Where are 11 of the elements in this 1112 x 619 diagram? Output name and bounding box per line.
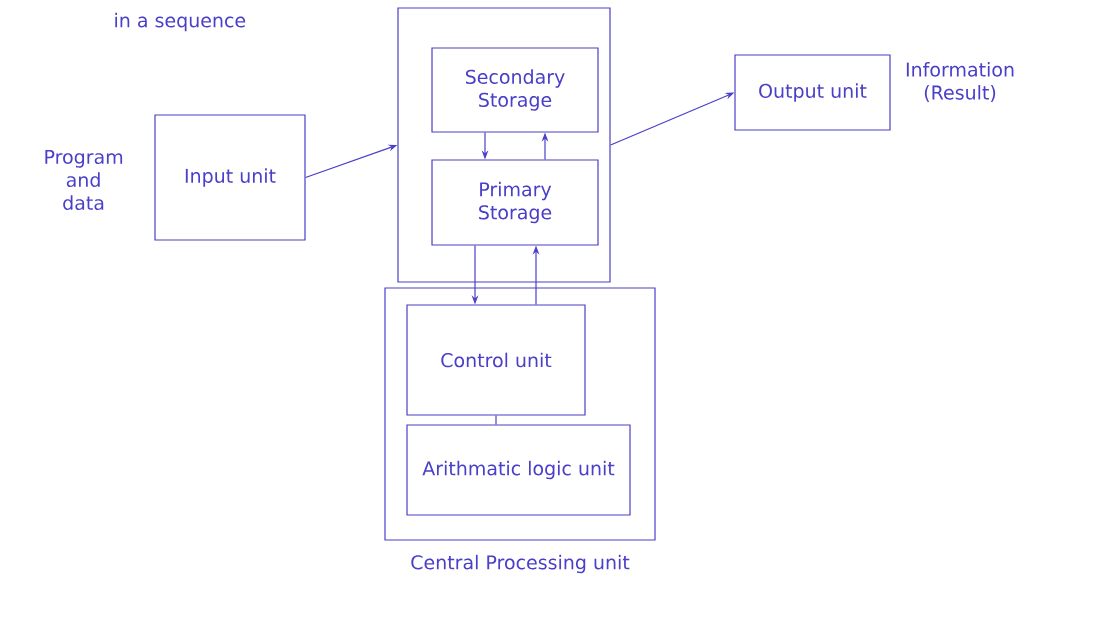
side-note: Information (Result) xyxy=(906,62,1014,102)
unit-box: Arithmatic logic unit xyxy=(406,424,631,516)
node-label: Central Processing unit xyxy=(411,554,630,574)
unit-box: Control unit xyxy=(406,304,586,416)
unit-box: Output unit xyxy=(734,54,891,131)
note-text: in a sequence xyxy=(115,12,246,32)
container-box xyxy=(397,7,611,283)
unit-box: Secondary Storage xyxy=(431,47,599,133)
unit-box: Input unit xyxy=(154,114,306,241)
unit-box: Primary Storage xyxy=(431,159,599,246)
side-note: Program and data xyxy=(45,149,123,211)
